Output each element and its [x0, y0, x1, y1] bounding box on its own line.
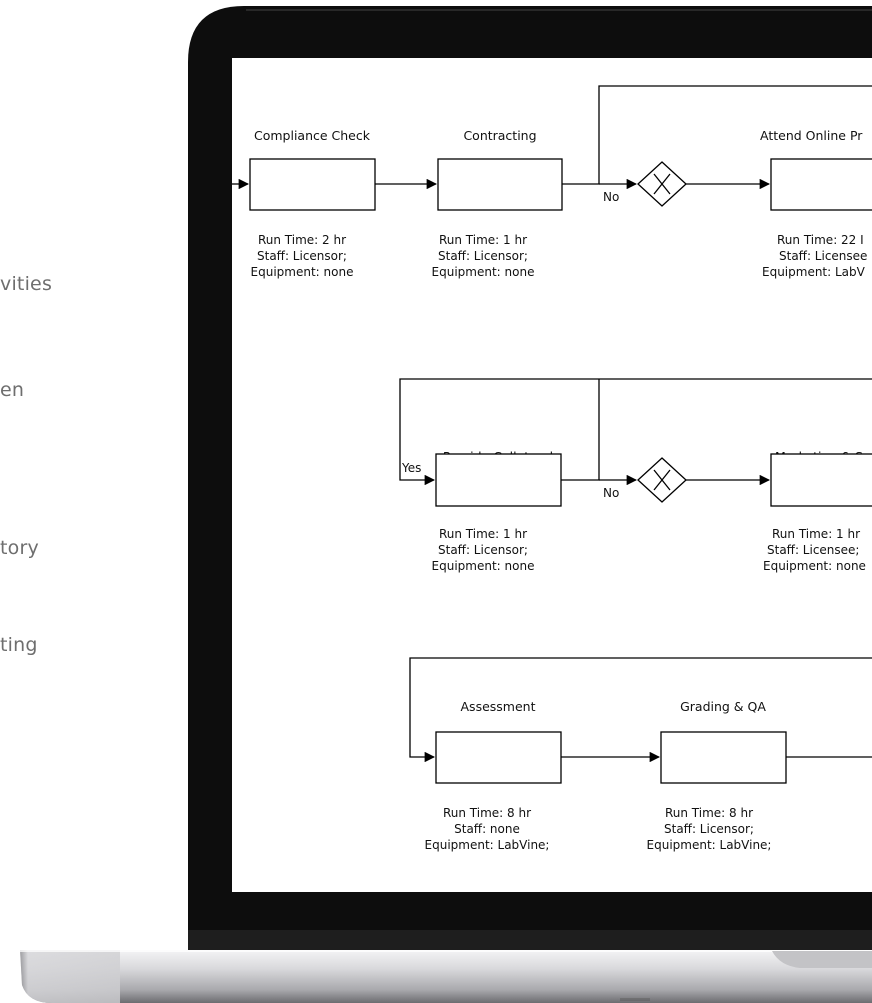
step-title: Compliance Check [254, 128, 371, 143]
step-compliance-check[interactable]: Compliance Check Run Time: 2 hr Staff: L… [249, 128, 376, 279]
step-equipment: Equipment: none [251, 265, 354, 279]
step-equipment: Equipment: none [763, 559, 866, 573]
step-runtime: Run Time: 22 I [777, 233, 864, 247]
step-equipment: Equipment: none [432, 559, 535, 573]
step-assessment[interactable]: Assessment Run Time: 8 hr Staff: none Eq… [425, 699, 562, 852]
step-box [437, 158, 563, 211]
step-runtime: Run Time: 8 hr [443, 806, 531, 820]
branch-label-no: No [603, 486, 619, 500]
connector-loop-1 [562, 85, 872, 185]
step-runtime: Run Time: 1 hr [439, 527, 527, 541]
laptop-hinge [188, 930, 872, 952]
nav-item-history[interactable]: tory [0, 537, 39, 559]
gateway-exclusive-2[interactable] [637, 457, 687, 503]
step-equipment: Equipment: LabV [762, 265, 866, 279]
nav-item-screen[interactable]: en [0, 379, 25, 401]
step-box [660, 731, 787, 784]
nav-item-activities[interactable]: vities [0, 273, 53, 295]
gateway-exclusive-1[interactable] [637, 161, 687, 207]
nav-item-reporting[interactable]: ting [0, 634, 38, 656]
step-runtime: Run Time: 2 hr [258, 233, 346, 247]
step-staff: Staff: Licensor; [257, 249, 347, 263]
step-equipment: Equipment: none [432, 265, 535, 279]
step-title: Assessment [461, 699, 536, 714]
step-provide-collateral[interactable]: Provide Collateral Run Time: 1 hr Staff:… [432, 449, 562, 573]
step-contracting[interactable]: Contracting Run Time: 1 hr Staff: Licens… [432, 128, 563, 279]
connector-loop-2 [399, 378, 872, 486]
step-title: Attend Online Pr [760, 128, 863, 143]
laptop-notch [772, 951, 872, 968]
step-grading-qa[interactable]: Grading & QA Run Time: 8 hr Staff: Licen… [647, 699, 787, 852]
connector-loop-3 [409, 657, 872, 763]
step-attend-online[interactable]: Attend Online Pr Run Time: 22 I Staff: L… [760, 128, 872, 279]
step-staff: Staff: Licensor; [438, 249, 528, 263]
branch-label-no: No [603, 190, 619, 204]
step-staff: Staff: none [454, 822, 520, 836]
step-staff: Staff: Licensee; [767, 543, 859, 557]
laptop-base [20, 950, 872, 1003]
branch-label-yes: Yes [401, 461, 421, 475]
step-box [770, 453, 872, 507]
step-runtime: Run Time: 8 hr [665, 806, 753, 820]
step-marketing-sales[interactable]: Marketing & Sa Run Time: 1 hr Staff: Lic… [763, 449, 872, 573]
step-equipment: Equipment: LabVine; [425, 838, 550, 852]
step-title: Contracting [463, 128, 536, 143]
step-title: Grading & QA [680, 699, 766, 714]
step-equipment: Equipment: LabVine; [647, 838, 772, 852]
step-box [249, 158, 376, 211]
step-box [435, 731, 562, 784]
step-staff: Staff: Licensor; [438, 543, 528, 557]
step-box [770, 158, 872, 211]
step-staff: Staff: Licensee [779, 249, 867, 263]
step-box [435, 453, 562, 507]
step-runtime: Run Time: 1 hr [772, 527, 860, 541]
step-runtime: Run Time: 1 hr [439, 233, 527, 247]
step-staff: Staff: Licensor; [664, 822, 754, 836]
